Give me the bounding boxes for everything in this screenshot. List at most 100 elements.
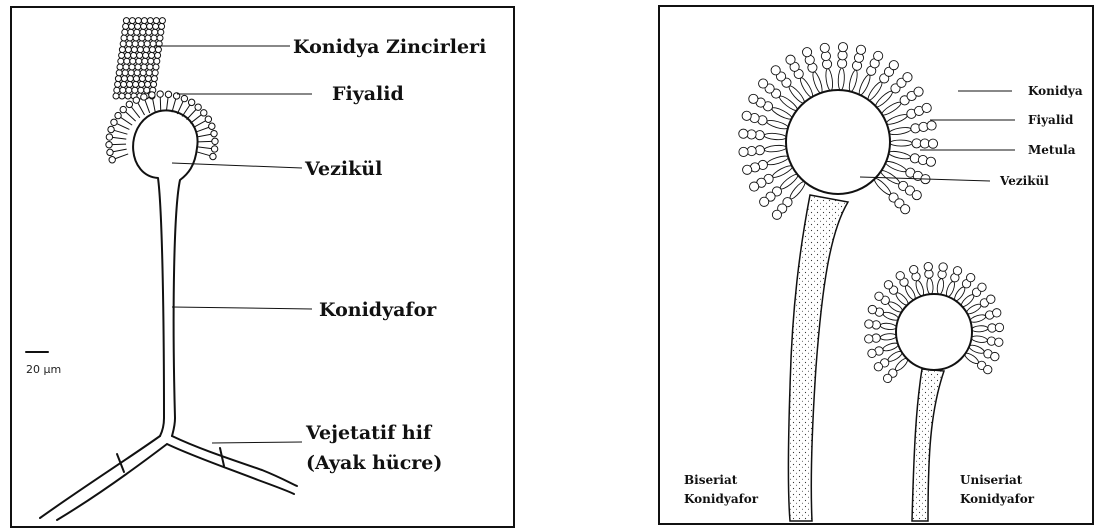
phialide-cell [890, 140, 912, 146]
conidium [127, 35, 133, 41]
conidium [927, 121, 936, 130]
conidium [106, 142, 112, 148]
conidium [868, 349, 876, 357]
conidium [117, 64, 123, 70]
conidium [122, 29, 128, 35]
conidium [149, 52, 155, 58]
conidium [749, 94, 758, 103]
conidium [742, 111, 751, 120]
phialide-cell [825, 68, 834, 91]
conidium [739, 147, 748, 156]
conidium [129, 18, 135, 24]
phialide [197, 134, 211, 137]
conidium [141, 94, 147, 100]
conidium [157, 91, 163, 97]
conidium [135, 23, 141, 29]
phialide-cell [882, 342, 899, 353]
conidium [149, 92, 155, 98]
conidium [107, 149, 113, 155]
conidium [151, 35, 157, 41]
conidium [953, 267, 961, 275]
conidium [984, 365, 992, 373]
conidium [157, 35, 163, 41]
label-konidya-zincirleri: Konidya Zincirleri [293, 36, 486, 58]
conidium [919, 122, 928, 131]
conidium [143, 52, 149, 58]
conidium [939, 263, 947, 271]
conidium [148, 58, 154, 64]
conidium [125, 52, 131, 58]
conidium [127, 81, 133, 87]
phialide-cell [945, 281, 956, 298]
conidium [883, 374, 891, 382]
conidium [211, 130, 217, 136]
conidium [131, 47, 137, 53]
phialide [152, 98, 155, 112]
conidium [911, 124, 920, 133]
conidium [874, 51, 883, 60]
conidium [149, 47, 155, 53]
phialide-cell [880, 333, 897, 341]
conidium [838, 43, 847, 52]
conidium [884, 281, 892, 289]
conidium [140, 70, 146, 76]
conidium [138, 41, 144, 47]
label-vejetatif-hif: Vejetatif hif [305, 422, 433, 444]
conidium [126, 87, 132, 93]
conidium [865, 335, 873, 343]
conidium [120, 87, 126, 93]
conidium [991, 352, 999, 360]
conidium [126, 41, 132, 47]
conidium [139, 35, 145, 41]
conidium [903, 73, 912, 82]
conidium [151, 76, 157, 82]
conidium [146, 70, 152, 76]
conidium [868, 305, 876, 313]
phialides-ring [106, 91, 218, 163]
conidium [914, 87, 923, 96]
conidium [147, 23, 153, 29]
conidium [772, 210, 781, 219]
conidium [139, 81, 145, 87]
phialide [138, 103, 145, 115]
conidium [128, 70, 134, 76]
conidium [995, 323, 1003, 331]
conidium [124, 58, 130, 64]
conidium [120, 41, 126, 47]
phialide-cell [764, 144, 787, 152]
conidium [181, 95, 187, 101]
conidium [159, 18, 165, 24]
phialide-cell [889, 126, 912, 136]
conidium [111, 119, 117, 125]
conidium [142, 58, 148, 64]
conidium [137, 52, 143, 58]
conidium [153, 64, 159, 70]
conidium [145, 35, 151, 41]
conidium [126, 101, 132, 107]
phialide-cell [885, 160, 908, 174]
label-uniseriat: Uniseriat [960, 473, 1023, 487]
conidium [125, 47, 131, 53]
conidium [115, 76, 121, 82]
conidium [153, 23, 159, 29]
phialide-cell [914, 280, 925, 297]
phialide [193, 121, 205, 128]
uniseriate-vesicle [896, 294, 972, 370]
conidium [760, 197, 769, 206]
phialide-cell [766, 119, 789, 131]
conidium [109, 157, 115, 163]
conidium [125, 93, 131, 99]
conidium [856, 45, 865, 54]
biseriate-uniseriate-drawing: Konidya Fiyalid Metula Vezikül Biseriat … [660, 7, 1092, 523]
conidium [138, 87, 144, 93]
conidium [154, 58, 160, 64]
conidium [152, 70, 158, 76]
conidium [108, 126, 114, 132]
phialide [145, 100, 150, 113]
phialide [112, 137, 126, 139]
conidium [188, 99, 194, 105]
conidium [926, 157, 935, 166]
conidium [922, 103, 931, 112]
conidium [924, 262, 932, 270]
label-biseriat-konidyafor: Konidyafor [684, 492, 759, 506]
